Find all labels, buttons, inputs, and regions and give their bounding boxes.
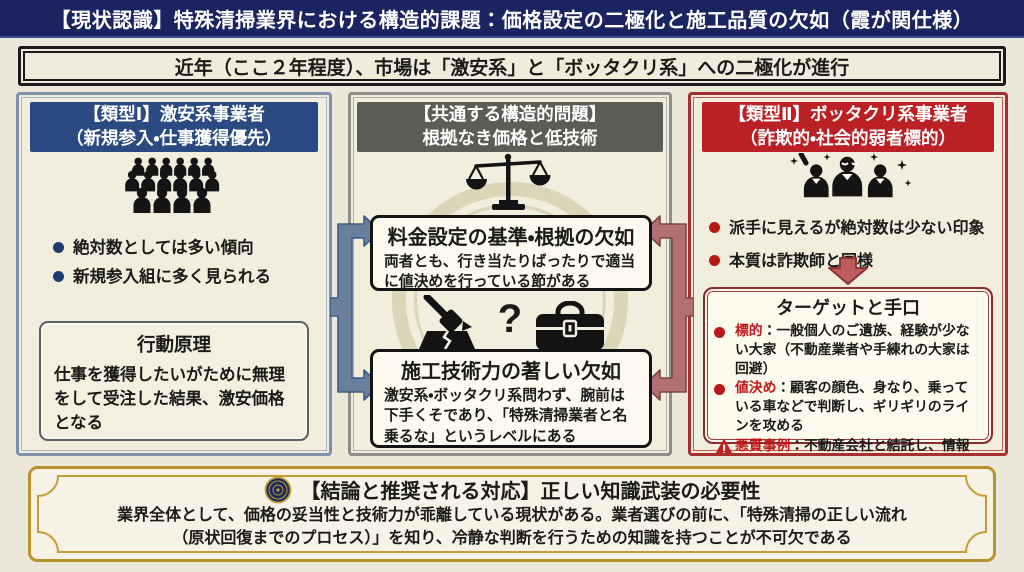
tactics-text: ：不動産会社と結託し、情報提供と利益山分けを行う輩も存在 (790, 437, 970, 453)
problem1-title: 料金設定の基準・根拠の欠如 (387, 227, 635, 249)
bullet-dot (714, 322, 735, 338)
gavel-icon (418, 295, 475, 350)
column-common-problems: 【共通する構造的問題】 根拠なき価格と低技術 料金設定の基準・根拠の欠如 両者と… (348, 92, 672, 456)
banner-text: 近年（ここ２年程度）、市場は「激安系」と「ボッタクリ系」への二極化が進行 (174, 57, 850, 79)
market-banner: 近年（ここ２年程度）、市場は「激安系」と「ボッタクリ系」への二極化が進行 (18, 46, 1006, 86)
page-title: 【現状認識】特殊清掃業界における構造的課題：価格設定の二極化と施工品質の欠如（霞… (50, 9, 974, 32)
conclusion-title: 【結論と推奨される対応】正しい知識武装の必要性 (300, 481, 761, 503)
bullet-dot (709, 255, 720, 266)
tactics-label: 標的 (735, 323, 763, 338)
list-item: 値決め：顧客の顔色、身なり、乗っている車などで判断し、ギリギリのラインを攻める (714, 379, 982, 435)
list-item: 標的：一般個人のご遺族、経験が少ない大家（不動産業者や手練れの大家は回避） (714, 322, 982, 378)
tactics-label: 悪質事例 (735, 437, 791, 453)
conclusion-title-row: 【結論と推奨される対応】正しい知識武装の必要性 (264, 475, 761, 504)
list-item: 新規参入組に多く見られる (53, 264, 271, 291)
type2-bullet-list: 派手に見えるが絶対数は少ない印象 本質は詐欺師と同様 (709, 215, 985, 275)
list-item: 本質は詐欺師と同様 (709, 248, 985, 275)
bullet-dot (714, 379, 735, 396)
problem-box-pricing: 料金設定の基準・根拠の欠如 両者とも、行き当たりばったりで適当に値決めを行ってい… (370, 215, 652, 291)
type1-header: 【類型Ⅰ】激安系事業者 （新規参入・仕事獲得優先） (30, 102, 318, 152)
tactics-label: 値決め (735, 380, 777, 396)
question-mark: ? (497, 297, 523, 341)
crowd-icon (125, 157, 220, 213)
type1-bullet-list: 絶対数としては多い傾向 新規参入組に多く見られる (53, 235, 271, 291)
tactics-item-target: 標的：一般個人のご遺族、経験が少ない大家（不動産業者や手練れの大家は回避） (735, 322, 982, 378)
toolbox-icon (536, 301, 605, 350)
conclusion-panel: 【結論と推奨される対応】正しい知識武装の必要性 業界全体として、価格の妥当性と技… (28, 466, 996, 562)
warning-icon (714, 437, 735, 453)
top-title-bar: 【現状認識】特殊清掃業界における構造的課題：価格設定の二極化と施工品質の欠如（霞… (0, 0, 1024, 38)
principle-title: 行動原理 (136, 334, 211, 355)
list-item: 派手に見えるが絶対数は少ない印象 (709, 215, 985, 242)
tactics-title: ターゲットと手口 (776, 298, 920, 318)
common-title-line2: 根拠なき価格と低技術 (422, 128, 598, 148)
list-item: 悪質事例：不動産会社と結託し、情報提供と利益山分けを行う輩も存在 (714, 437, 982, 454)
problem-box-skill: 施工技術力の著しい欠如 激安系・ボッタクリ系問わず、腕前は下手くそであり、「特殊… (370, 349, 652, 448)
problem2-title: 施工技術力の著しい欠如 (401, 361, 621, 383)
bullet-dot (53, 242, 64, 253)
column-type1-budget-operators: 【類型Ⅰ】激安系事業者 （新規参入・仕事獲得優先） (16, 92, 332, 456)
common-title-line1: 【共通する構造的問題】 (413, 104, 607, 125)
problem2-body: 激安系・ボッタクリ系問わず、腕前は下手くそであり、「特殊清掃業者と名乗るな」とい… (384, 388, 628, 445)
bullet-dot (709, 222, 720, 233)
column-type2-ripoff-operators: 【類型Ⅱ】ボッタクリ系事業者 （詐欺的・社会的弱者標的） (688, 92, 1008, 456)
common-problems-header: 【共通する構造的問題】 根拠なき価格と低技術 (357, 102, 663, 152)
tactics-text: ：一般個人のご遺族、経験が少ない大家（不動産業者や手練れの大家は回避） (735, 323, 970, 376)
type1-title-line2: （新規参入・仕事獲得優先） (66, 128, 282, 148)
tactics-text: ：顧客の顔色、身なり、乗っている車などで判断し、ギリギリのラインを攻める (735, 380, 970, 433)
gold-seal-icon (264, 476, 291, 503)
tactics-item-worst-case: 悪質事例：不動産会社と結託し、情報提供と利益山分けを行う輩も存在 (735, 437, 982, 454)
tactics-box: ターゲットと手口 標的：一般個人のご遺族、経験が少ない大家（不動産業者や手練れの… (703, 287, 993, 453)
type2-bullet-1: 派手に見えるが絶対数は少ない印象 (729, 220, 985, 237)
tactics-item-pricing: 値決め：顧客の顔色、身なり、乗っている車などで判断し、ギリギリのラインを攻める (735, 379, 982, 435)
bullet-dot (53, 271, 64, 282)
principle-body: 仕事を獲得したいがために無理をして受注した結果、激安価格となる (54, 366, 285, 432)
skill-icons-row: ? (351, 295, 669, 351)
type2-header: 【類型Ⅱ】ボッタクリ系事業者 （詐欺的・社会的弱者標的） (702, 102, 994, 152)
type2-bullet-2: 本質は詐欺師と同様 (729, 253, 874, 270)
type2-title-line1: 【類型Ⅱ】ボッタクリ系事業者 (728, 104, 968, 125)
type1-bullet-1: 絶対数としては多い傾向 (73, 239, 254, 257)
down-arrow-icon (828, 257, 868, 285)
conclusion-body-line2: （原状回復までのプロセス）」を知り、冷静な判断を行うための知識を持つことが不可欠… (172, 530, 852, 548)
balance-scale-icon (466, 153, 551, 210)
type1-bullet-2: 新規参入組に多く見られる (73, 268, 271, 286)
scammers-icon (790, 153, 912, 198)
conclusion-body-line1: 業界全体として、価格の妥当性と技術力が乖離している現状がある。業者選びの前に、「… (117, 507, 907, 524)
type2-title-line2: （詐欺的・社会的弱者標的） (740, 128, 956, 148)
conclusion-content: 【結論と推奨される対応】正しい知識武装の必要性 業界全体として、価格の妥当性と技… (28, 466, 996, 562)
principle-box: 行動原理 仕事を獲得したいがために無理をして受注した結果、激安価格となる (39, 321, 309, 441)
list-item: 絶対数としては多い傾向 (53, 235, 271, 262)
type1-title-line1: 【類型Ⅰ】激安系事業者 (83, 104, 265, 125)
problem1-body: 両者とも、行き当たりばったりで適当に値決めを行っている節がある (384, 254, 636, 291)
